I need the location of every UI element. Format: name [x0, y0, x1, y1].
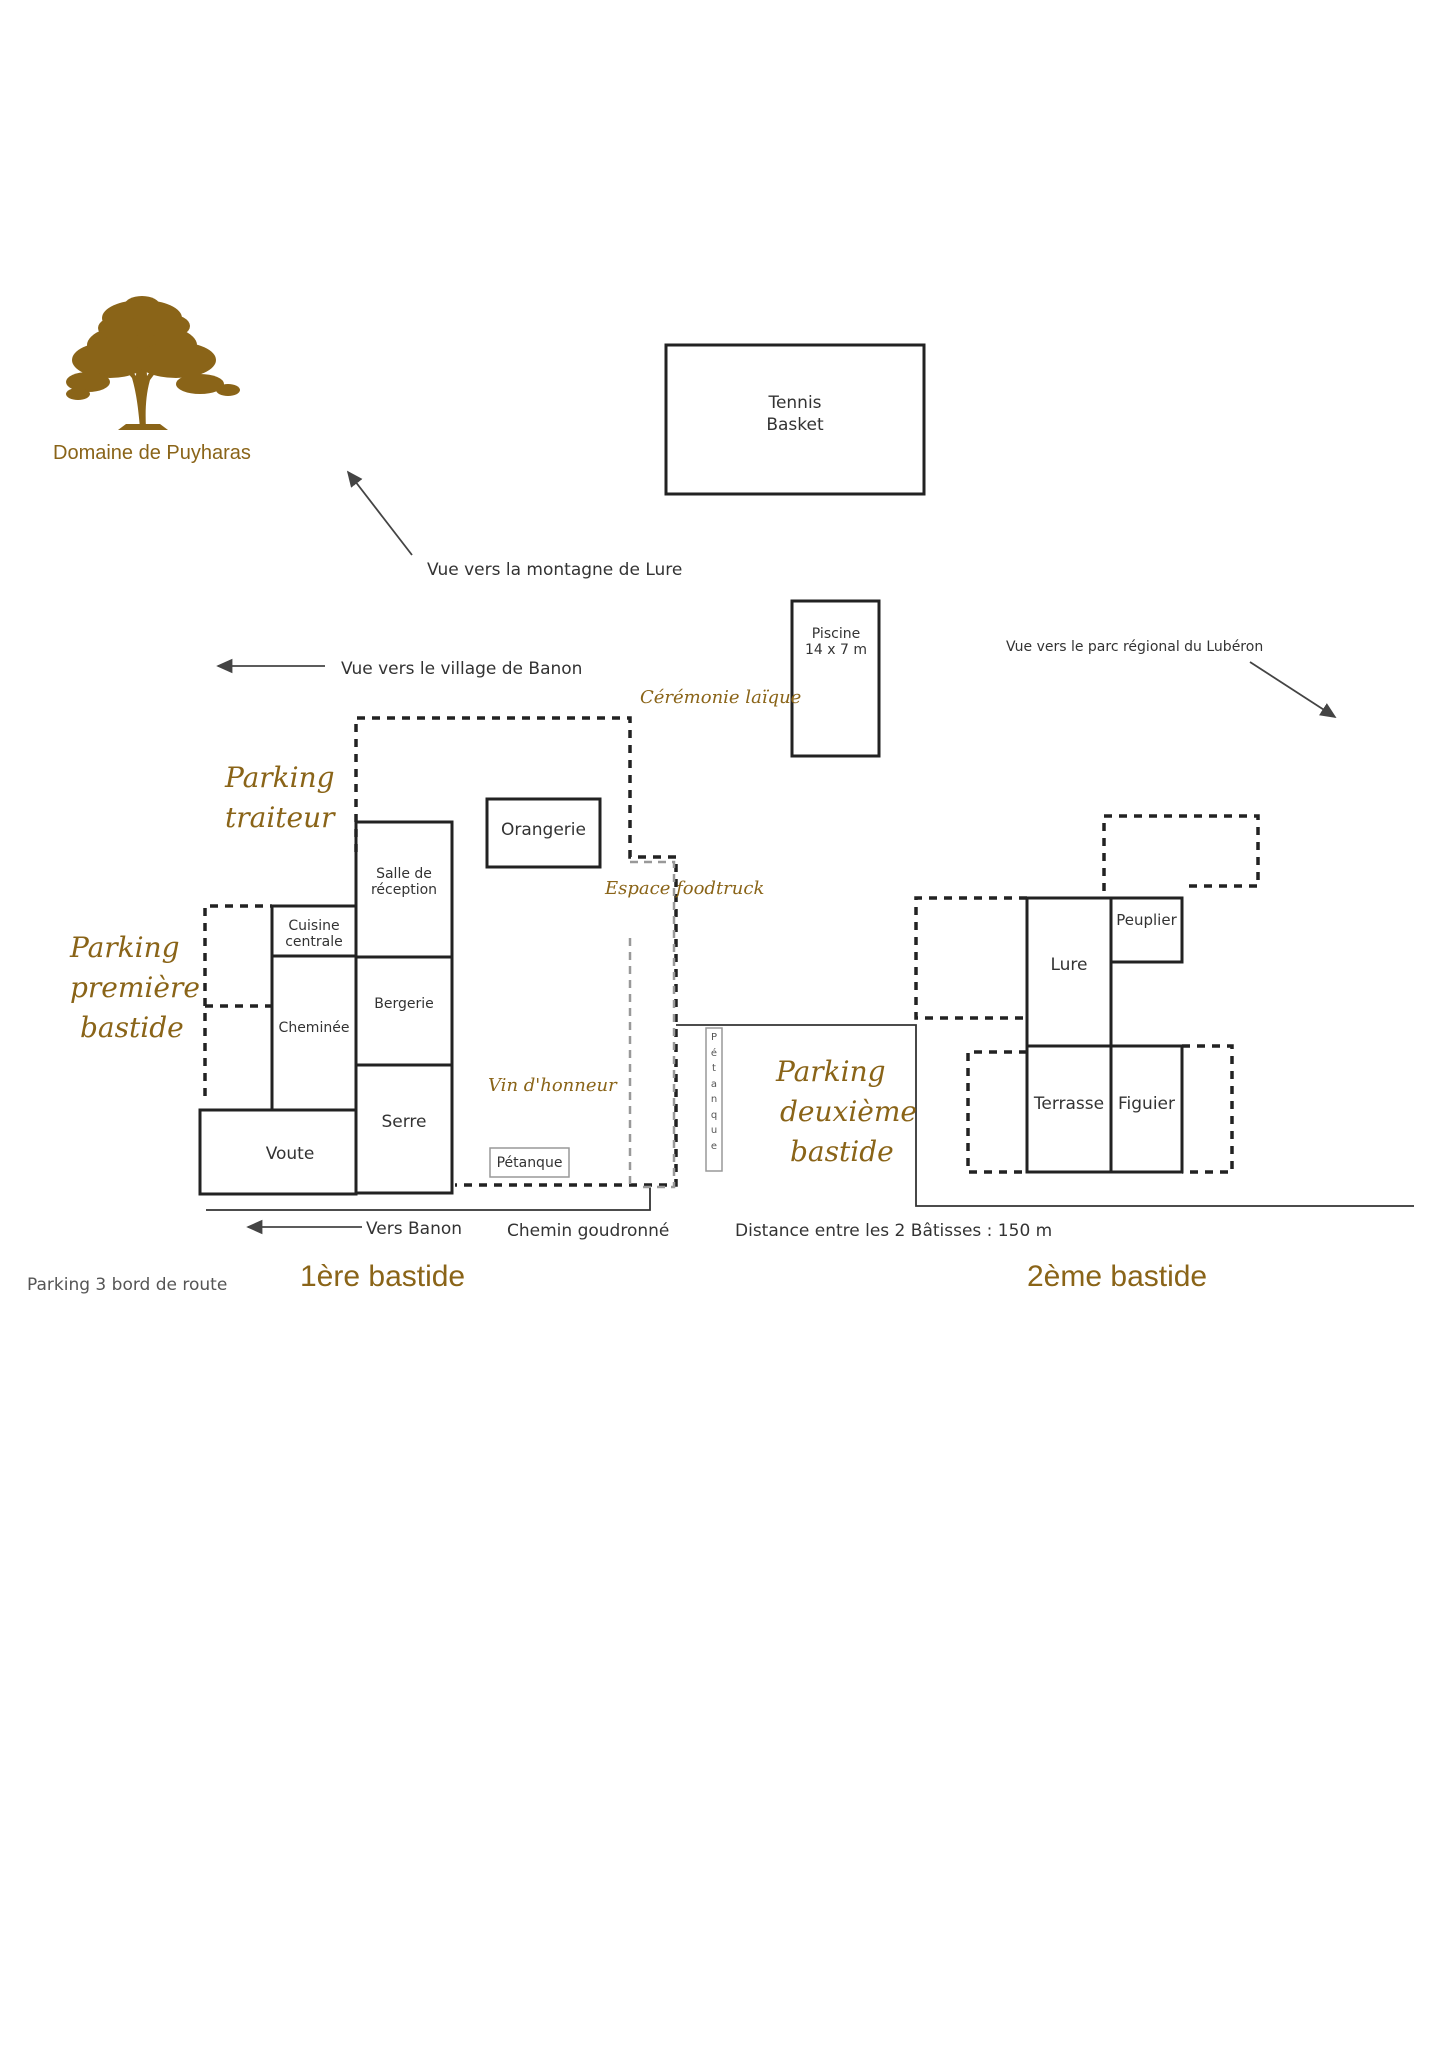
bergerie-label: Bergerie [374, 996, 434, 1012]
second-bastide-title: 2ème bastide [1027, 1260, 1208, 1293]
terrasse-parking-outline [966, 1050, 1027, 1174]
tennis-court [664, 343, 926, 496]
peuplier-label: Peuplier [1116, 911, 1177, 929]
figuier-room [1109, 1044, 1184, 1174]
petanque-1-box [489, 1147, 570, 1178]
tree-icon [66, 296, 240, 430]
road-chemin [676, 1024, 1414, 1207]
peuplier-parking-outline [1102, 814, 1260, 891]
peuplier-room [1109, 896, 1184, 964]
arrow-luberon-icon [1249, 661, 1337, 718]
petanque-1-label: Pétanque [496, 1155, 563, 1171]
arrow-lure-icon [346, 470, 413, 556]
salle-reception-label: Salle de réception [370, 866, 438, 898]
pool [790, 599, 881, 758]
piscine-label: Piscine 14 x 7 m [805, 626, 867, 658]
ceremonie-label: Cérémonie laïque [640, 687, 802, 708]
orangerie-label: Orangerie [501, 820, 586, 840]
parking-deuxieme-label: Parking deuxième bastide [776, 1055, 917, 1168]
view-luberon-label: Vue vers le parc régional du Lubéron [1006, 639, 1264, 655]
vin-honneur-label: Vin d'honneur [488, 1075, 617, 1096]
reception-zone-outline [354, 716, 678, 1187]
foodtruck-label: Espace foodtruck [605, 878, 765, 899]
cheminee-label: Cheminée [278, 1020, 350, 1036]
serre-label: Serre [381, 1112, 427, 1132]
parking-traiteur-label: Parking traiteur [225, 761, 335, 834]
parking3-label: Parking 3 bord de route [27, 1275, 228, 1295]
distance-label: Distance entre les 2 Bâtisses : 150 m [735, 1221, 1053, 1241]
parking-left-outline [914, 896, 1027, 1020]
parking-premiere-outline [203, 904, 272, 1096]
orangerie-room [485, 797, 602, 869]
foodtruck-zone-outline [630, 860, 676, 1189]
view-lure-label: Vue vers la montagne de Lure [427, 560, 683, 580]
cuisine-label: Cuisine centrale [285, 918, 343, 950]
petanque-2-box [705, 1027, 723, 1172]
tennis-label: Tennis Basket [766, 393, 824, 435]
brand-name: Domaine de Puyharas [53, 442, 251, 464]
vers-banon-label: Vers Banon [366, 1219, 463, 1239]
first-bastide-title: 1ère bastide [300, 1260, 466, 1293]
voute-label: Voute [265, 1144, 315, 1164]
parking-premiere-label: Parking première bastide [70, 931, 200, 1044]
petanque-2-label: P é t a n q u e [710, 1032, 718, 1152]
chemin-label: Chemin goudronné [507, 1221, 670, 1241]
voute-room [198, 1108, 358, 1196]
figuier-parking-outline [1182, 1044, 1234, 1174]
view-banon-village-label: Vue vers le village de Banon [341, 659, 583, 679]
road-first [206, 1188, 651, 1211]
terrasse-label: Terrasse [1033, 1094, 1105, 1114]
figuier-label: Figuier [1117, 1094, 1175, 1114]
lure-room-label: Lure [1050, 955, 1088, 975]
